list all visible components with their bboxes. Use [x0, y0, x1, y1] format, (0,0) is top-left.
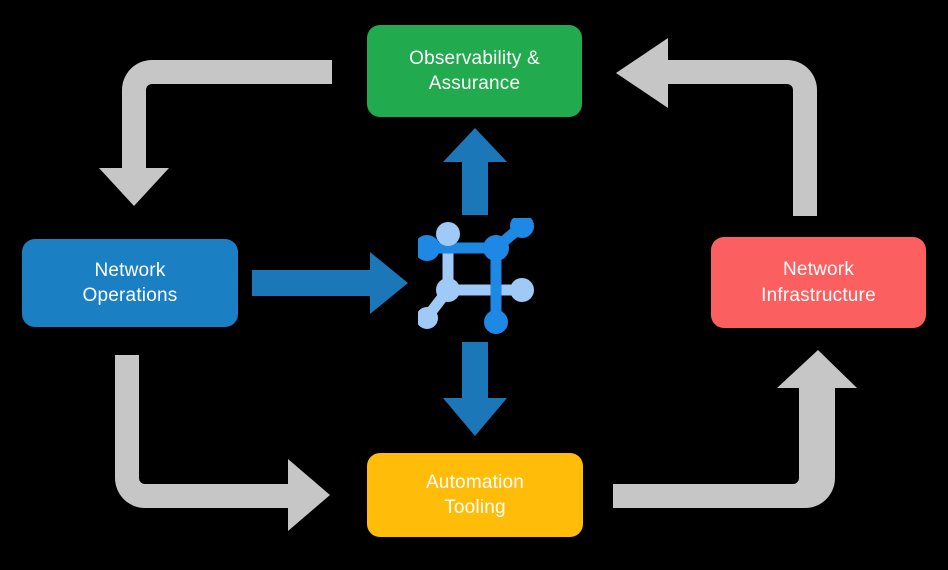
connector-operations-to-center — [252, 252, 408, 314]
node-box-automation-tooling[interactable]: Automation Tooling — [367, 453, 583, 537]
topology-light-nodes — [416, 222, 534, 329]
node-box-network-operations[interactable]: Network Operations — [22, 239, 238, 327]
node-label-network-operations: Network Operations — [82, 259, 178, 306]
topology-dark-nodes — [414, 214, 534, 334]
connector-automation-to-infrastructure — [613, 350, 857, 508]
node-label-network-infrastructure: Network Infrastructure — [761, 259, 876, 306]
connector-center-to-automation — [443, 342, 507, 436]
node-label-automation-tooling: Automation Tooling — [425, 471, 525, 518]
connector-observability-to-operations — [99, 60, 332, 206]
node-box-observability[interactable]: Observability & Assurance — [367, 25, 582, 117]
connector-operations-to-automation — [115, 355, 330, 531]
node-box-network-infrastructure[interactable]: Network Infrastructure — [711, 237, 926, 328]
connector-infrastructure-to-observability — [616, 38, 817, 216]
node-label-observability: Observability & Assurance — [409, 47, 540, 94]
network-topology-icon — [414, 214, 538, 338]
connector-center-to-observability — [443, 128, 507, 215]
